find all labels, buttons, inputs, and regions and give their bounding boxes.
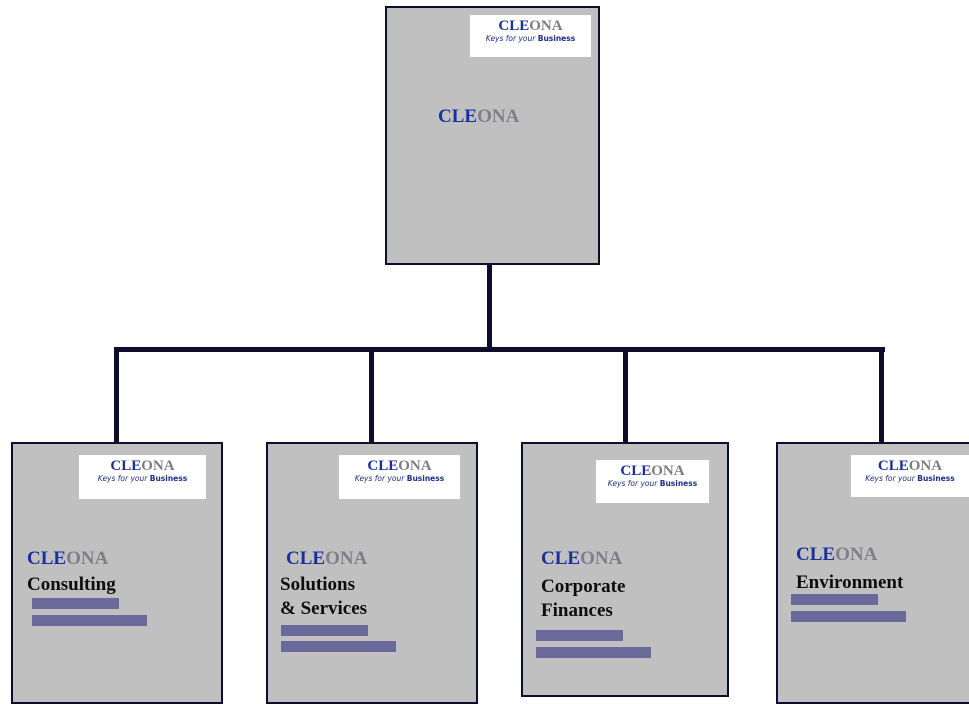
- placeholder-bar: [281, 625, 368, 636]
- brand-logo: CLEONA Keys for your Business: [851, 455, 969, 497]
- org-node-solutions-services: CLEONA Keys for your Business CLEONA Sol…: [266, 442, 478, 704]
- org-node-environment: CLEONA Keys for your Business CLEONA Env…: [776, 442, 969, 704]
- brand-logo: CLEONA Keys for your Business: [79, 455, 206, 499]
- placeholder-bar: [32, 615, 147, 626]
- node-title: CLEONA: [541, 548, 623, 569]
- node-title: CLEONA: [27, 548, 109, 569]
- brand-logo: CLEONA Keys for your Business: [339, 455, 460, 499]
- logo-tagline: Keys for your Business: [607, 479, 698, 488]
- org-node-root: CLEONA Keys for your Business CLEONA: [385, 6, 600, 265]
- node-title: CLEONA: [286, 548, 368, 569]
- connector-child-2: [369, 347, 374, 444]
- node-subtitle: Consulting: [27, 574, 116, 595]
- logo-tagline: Keys for your Business: [865, 474, 955, 483]
- placeholder-bar: [536, 630, 623, 641]
- placeholder-bar: [791, 594, 878, 605]
- connector-root-trunk: [487, 263, 492, 351]
- node-subtitle: Environment: [796, 572, 904, 593]
- logo-brand: CLEONA: [877, 458, 943, 474]
- logo-tagline: Keys for your Business: [97, 474, 188, 483]
- logo-brand: CLEONA: [367, 458, 432, 474]
- logo-tagline: Keys for your Business: [354, 474, 445, 483]
- brand-logo: CLEONA Keys for your Business: [470, 15, 591, 57]
- node-subtitle: Corporate Finances: [541, 576, 626, 621]
- logo-brand: CLEONA: [110, 458, 175, 474]
- placeholder-bar: [32, 598, 119, 609]
- connector-child-1: [114, 347, 119, 444]
- connector-child-3: [623, 347, 628, 444]
- logo-brand: CLEONA: [620, 463, 685, 479]
- connector-horizontal: [114, 347, 885, 352]
- node-title: CLEONA: [438, 106, 520, 127]
- org-node-corporate-finances: CLEONA Keys for your Business CLEONA Cor…: [521, 442, 729, 697]
- placeholder-bar: [536, 647, 651, 658]
- placeholder-bar: [791, 611, 906, 622]
- node-subtitle: Solutions & Services: [280, 574, 368, 619]
- logo-tagline: Keys for your Business: [485, 34, 576, 43]
- placeholder-bar: [281, 641, 396, 652]
- org-node-consulting: CLEONA Keys for your Business CLEONA Con…: [11, 442, 223, 704]
- brand-logo: CLEONA Keys for your Business: [596, 460, 709, 503]
- connector-child-4: [879, 347, 884, 444]
- node-title: CLEONA: [796, 544, 878, 565]
- logo-brand: CLEONA: [498, 18, 563, 34]
